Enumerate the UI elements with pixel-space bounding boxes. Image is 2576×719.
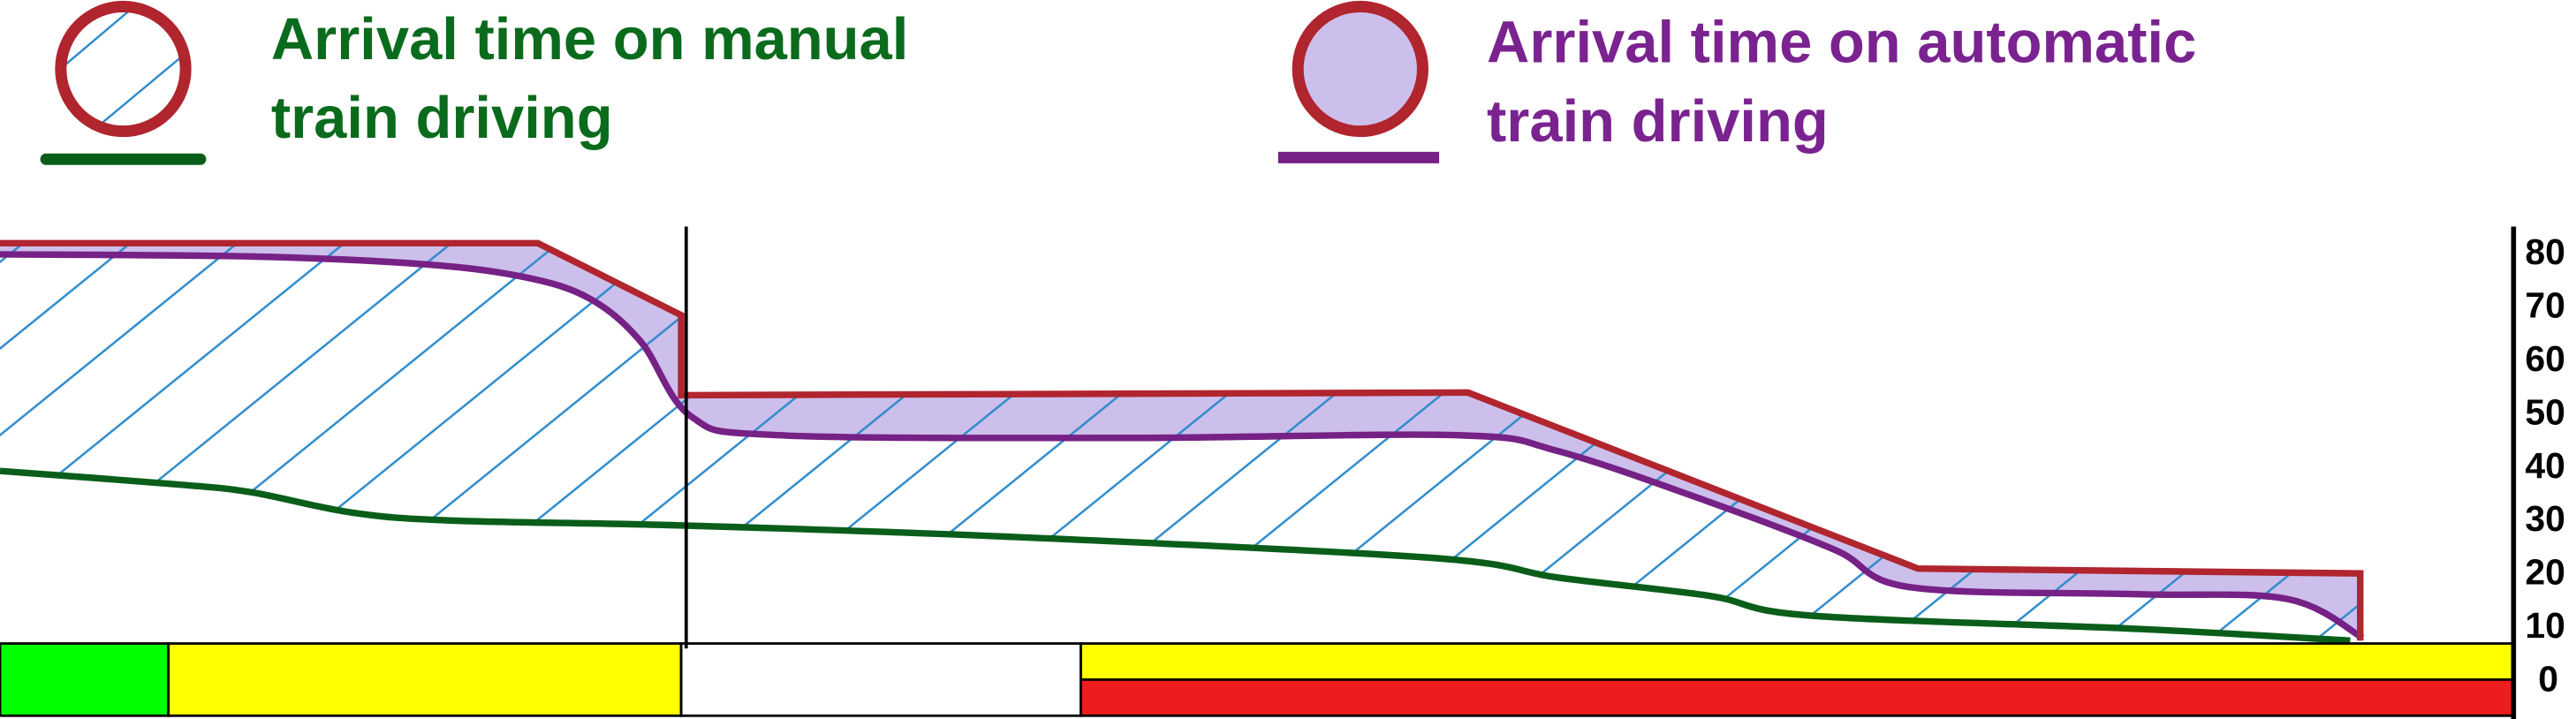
legend-automatic: Arrival time on automatic train driving <box>1277 0 2196 163</box>
y-tick-label: 30 <box>2525 498 2565 539</box>
legend-automatic-line1: Arrival time on automatic <box>1487 10 2196 76</box>
signal-bar-red <box>1080 678 2515 717</box>
manual-hatched-band <box>0 243 2360 641</box>
y-tick-label: 80 <box>2525 231 2565 272</box>
legend-manual-line1: Arrival time on manual <box>271 6 909 72</box>
signal-bar-green <box>0 642 170 717</box>
hatched-circle-icon <box>55 0 192 138</box>
y-tick-label: 70 <box>2525 285 2565 326</box>
automatic-driving-line <box>0 251 2365 641</box>
signal-bar-white <box>679 642 1082 717</box>
legend-manual: Arrival time on manual train driving <box>40 0 909 165</box>
legend-automatic-line2: train driving <box>1487 88 1829 155</box>
y-tick-label: 50 <box>2525 391 2565 432</box>
signal-bar-yellow <box>1080 642 2515 681</box>
y-tick-label: 60 <box>2525 338 2565 379</box>
y-tick-label: 40 <box>2525 445 2565 486</box>
signal-bar-yellow <box>167 642 683 717</box>
upper-boundary-line <box>0 239 2364 641</box>
manual-driving-line <box>0 467 2351 644</box>
y-tick-label: 0 <box>2538 658 2558 699</box>
legend-manual-line2: train driving <box>271 85 613 151</box>
y-tick-label: 10 <box>2525 605 2565 646</box>
filled-circle-icon <box>1292 0 1429 138</box>
y-tick-label: 20 <box>2525 552 2565 593</box>
